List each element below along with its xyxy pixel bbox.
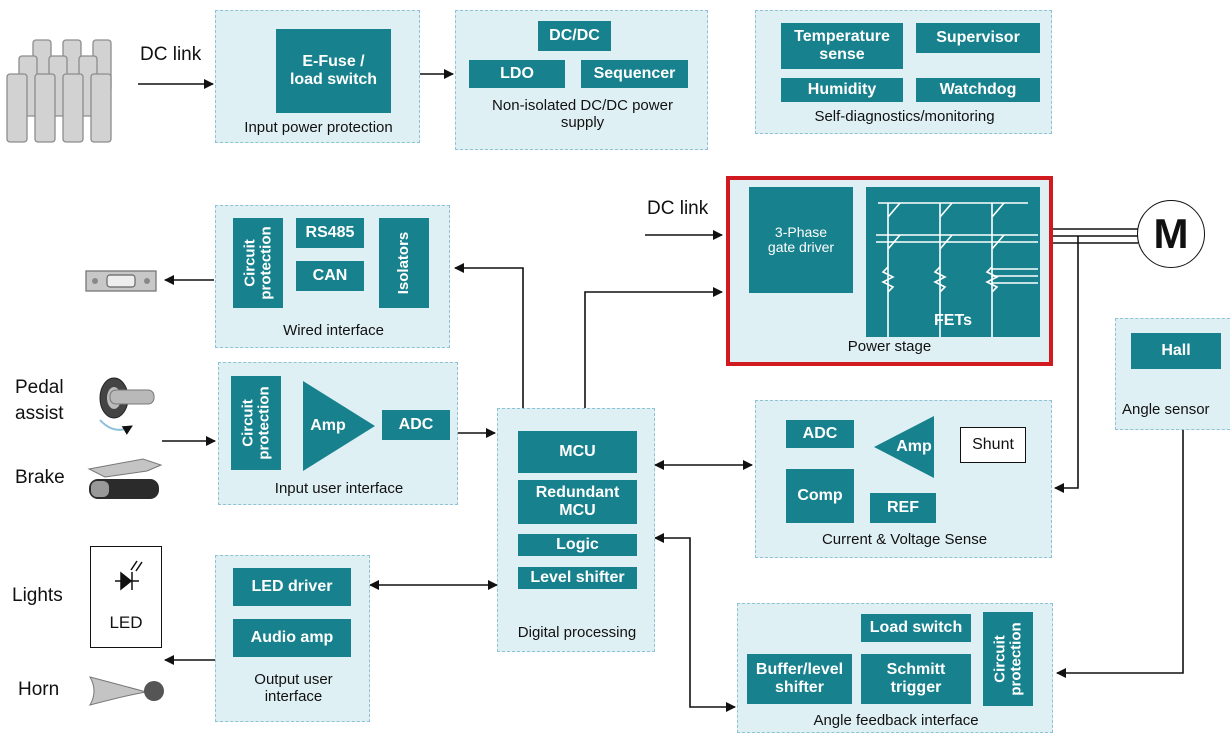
digital-processing-caption: Digital processing	[517, 624, 637, 641]
ref-block: REF	[870, 493, 936, 523]
pedal-sensor-icon	[99, 377, 155, 435]
wire-hall-anglefb	[1056, 430, 1184, 678]
dcdc-caption: Non-isolated DC/DC power supply	[492, 97, 673, 132]
audio-amp-block: Audio amp	[233, 619, 351, 657]
humidity-block: Humidity	[781, 78, 903, 102]
hall-block: Hall	[1131, 333, 1221, 369]
shunt-block: Shunt	[960, 427, 1026, 463]
fets-block: FETs	[866, 187, 1040, 337]
brake-lever-icon	[87, 458, 163, 499]
output-user-interface-caption: Output user interface	[254, 671, 333, 706]
wire-dsp-anglefb	[654, 533, 736, 712]
wire-phase-sense	[1054, 236, 1079, 493]
dcdc-block: DC/DC	[538, 21, 611, 51]
efuse-block: E-Fuse / load switch	[276, 29, 391, 113]
load-switch-block: Load switch	[861, 614, 971, 642]
input-user-interface-caption: Input user interface	[274, 480, 404, 497]
mcu-block: MCU	[518, 431, 637, 473]
sense-adc-block: ADC	[786, 420, 854, 448]
lights-label: Lights	[12, 585, 63, 606]
rs485-block: RS485	[296, 218, 364, 248]
wire-dsp-wired	[454, 263, 524, 408]
sense-amp-triangle	[874, 416, 934, 478]
logic-block: Logic	[518, 534, 637, 556]
angle-sensor-caption: Angle sensor	[1122, 401, 1210, 418]
buffer-level-shifter-block: Buffer/level shifter	[747, 654, 852, 704]
angle-sensor-group: Hall Angle sensor	[1115, 318, 1230, 430]
led-icon	[115, 560, 143, 591]
gate-driver-block: 3-Phase gate driver	[749, 187, 853, 293]
led-driver-block: LED driver	[233, 568, 351, 606]
sense-amp-label: Amp	[896, 438, 932, 456]
led-box: LED	[90, 546, 162, 648]
angle-feedback-group: Load switch Buffer/level shifter Schmitt…	[737, 603, 1053, 733]
sequencer-block: Sequencer	[581, 60, 688, 88]
input-power-protection-group: E-Fuse / load switch Input power protect…	[215, 10, 420, 143]
comp-block: Comp	[786, 469, 854, 523]
wired-circuit-protection-block: Circuit protection	[233, 218, 283, 308]
digital-processing-group: MCU Redundant MCU Logic Level shifter Di…	[497, 408, 655, 652]
sense-caption: Current & Voltage Sense	[821, 531, 988, 548]
redundant-mcu-block: Redundant MCU	[518, 480, 637, 524]
wired-interface-group: Circuit protection RS485 CAN Isolators W…	[215, 205, 450, 348]
angle-feedback-caption: Angle feedback interface	[813, 712, 979, 729]
dc-link-label-top: DC link	[140, 44, 202, 65]
schmitt-trigger-block: Schmitt trigger	[861, 654, 971, 704]
isolators-block: Isolators	[379, 218, 429, 308]
dc-link-label-mid: DC link	[647, 198, 709, 219]
fets-label: FETs	[934, 312, 972, 329]
temperature-sense-block: Temperature sense	[781, 23, 903, 69]
led-box-label: LED	[109, 613, 143, 632]
input-user-interface-group: Circuit protection Amp ADC Input user in…	[218, 362, 458, 505]
input-amp-label: Amp	[310, 417, 346, 435]
supervisor-block: Supervisor	[916, 23, 1040, 53]
horn-label: Horn	[18, 679, 60, 700]
fet-bridge-icon	[876, 202, 1038, 337]
dcdc-group: DC/DC LDO Sequencer Non-isolated DC/DC p…	[455, 10, 708, 150]
level-shifter-block: Level shifter	[518, 567, 637, 589]
input-power-caption: Input power protection	[244, 119, 393, 136]
horn-icon	[88, 676, 164, 706]
ldo-block: LDO	[469, 60, 565, 88]
current-voltage-sense-group: ADC Amp Shunt Comp REF Current & Voltage…	[755, 400, 1052, 558]
input-circuit-protection-block: Circuit protection	[231, 376, 281, 470]
serial-connector-icon	[85, 270, 157, 292]
output-user-interface-group: LED driver Audio amp Output user interfa…	[215, 555, 370, 722]
watchdog-block: Watchdog	[916, 78, 1040, 102]
amp-triangle	[303, 381, 375, 471]
power-stage-caption: Power stage	[847, 338, 932, 355]
brake-label: Brake	[15, 467, 65, 488]
pedal-assist-label: Pedal assist	[15, 377, 64, 424]
wired-interface-caption: Wired interface	[283, 322, 384, 339]
self-diagnostics-caption: Self-diagnostics/monitoring	[814, 108, 995, 125]
motor-icon: M	[1137, 200, 1205, 268]
angle-circuit-protection-block: Circuit protection	[983, 612, 1033, 706]
self-diagnostics-group: Temperature sense Supervisor Humidity Wa…	[755, 10, 1052, 134]
input-adc-block: ADC	[382, 410, 450, 440]
wire-dsp-power	[584, 287, 723, 408]
power-stage-group: 3-Phase gate driver FETs Power stage	[726, 176, 1053, 366]
can-block: CAN	[296, 261, 364, 291]
battery-pack-icon	[6, 39, 112, 143]
